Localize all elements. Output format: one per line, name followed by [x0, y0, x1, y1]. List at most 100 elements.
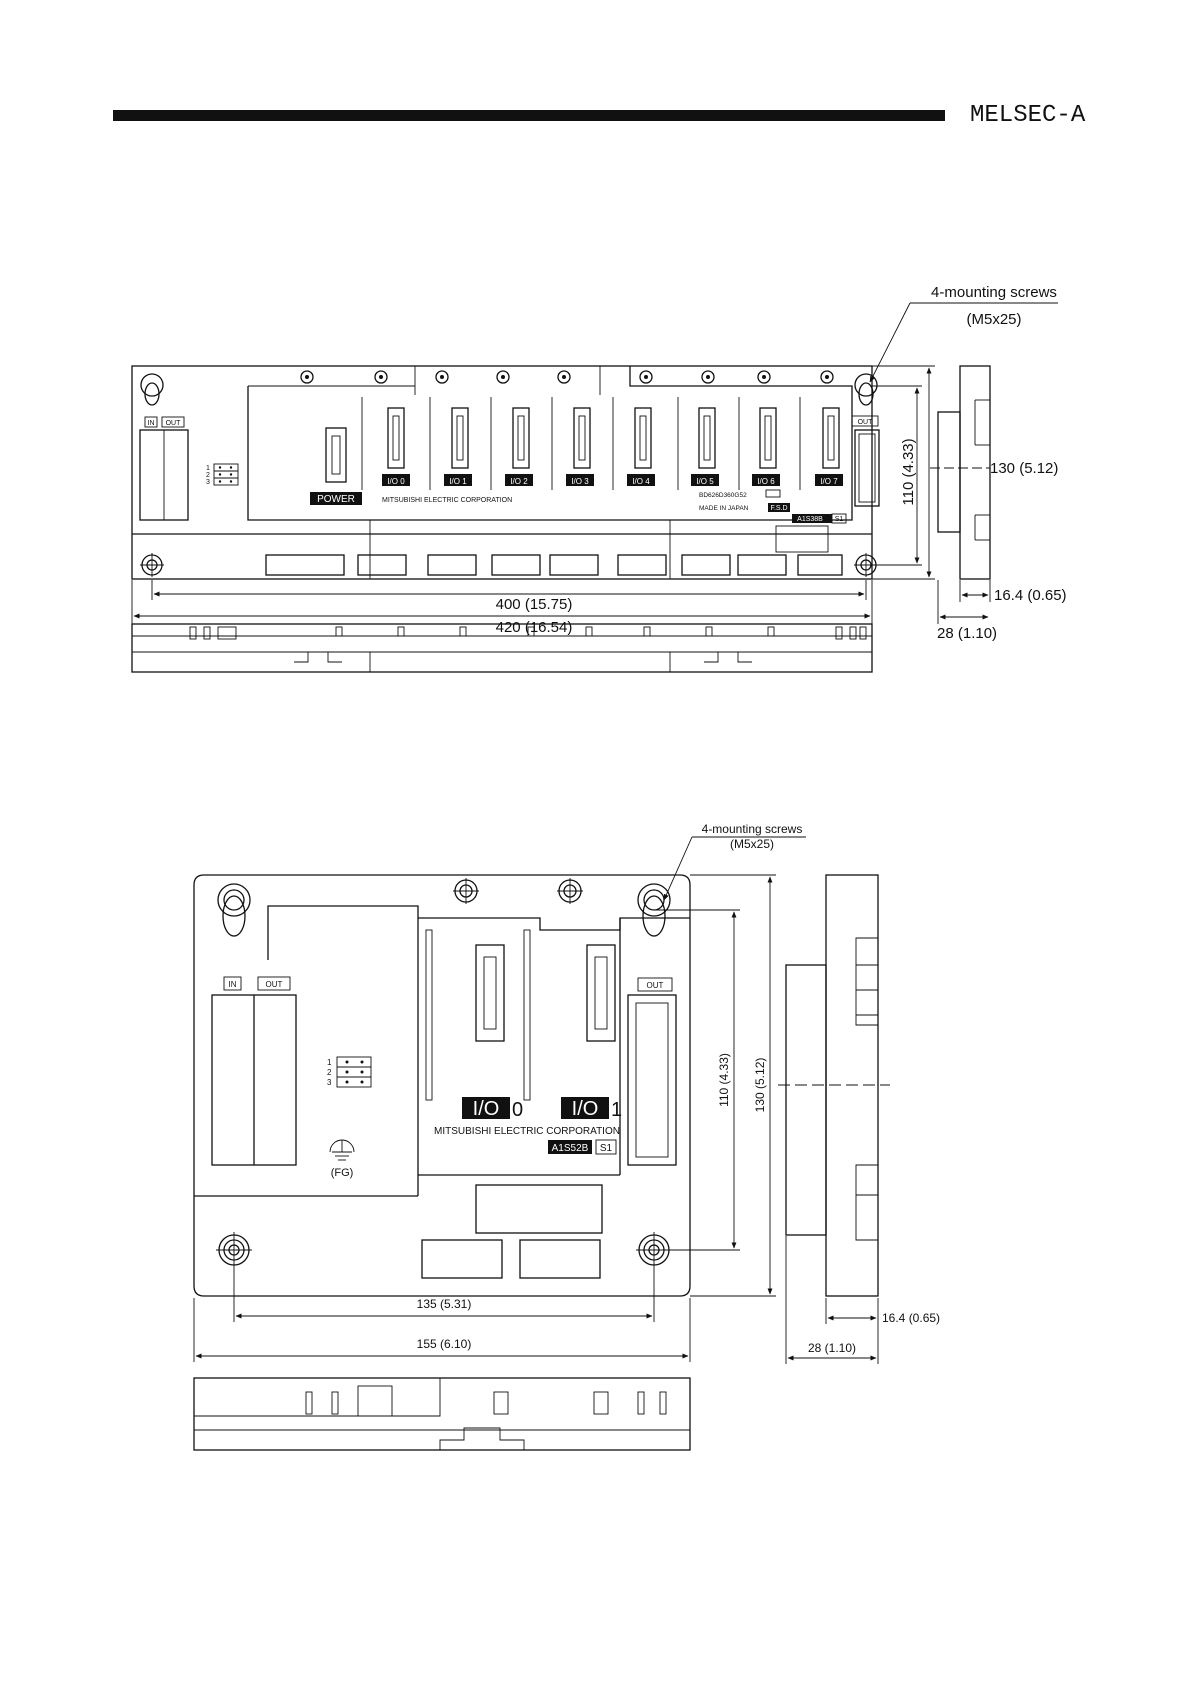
bottom-out-label: OUT — [266, 980, 283, 989]
bottom-dim-depth-small: 16.4 (0.65) — [882, 1311, 940, 1325]
svg-text:I/O 3: I/O 3 — [571, 477, 589, 486]
svg-text:I/O 5: I/O 5 — [696, 477, 714, 486]
top-front-view: IN OUT 1 2 3 — [131, 365, 880, 580]
top-power-slot: POWER — [310, 427, 362, 505]
bottom-dim-height-inner: 110 (4.33) — [717, 1053, 731, 1107]
top-side-view — [937, 365, 991, 580]
top-width-dimensions: 400 (15.75) 420 (16.54) — [131, 580, 873, 636]
bottom-extension-connector-right: OUT — [627, 977, 677, 1166]
top-dim-depth-small: 16.4 (0.65) — [994, 587, 1067, 604]
bottom-bottom-view — [193, 1377, 691, 1451]
top-dim-height-inner: 110 (4.33) — [900, 438, 917, 505]
top-io-slot-0: I/O 0 — [382, 407, 410, 486]
top-mount-hole-tl — [140, 373, 164, 406]
top-height-dimensions: 110 (4.33) 130 (5.12) — [872, 365, 1058, 580]
top-out-label: OUT — [166, 420, 182, 427]
top-slot-dividers — [361, 397, 801, 490]
top-screw-spec: (M5x25) — [966, 311, 1021, 328]
top-depth-dimensions: 16.4 (0.65) 28 (1.10) — [937, 580, 1067, 642]
top-screw-label: 4-mounting screws — [931, 284, 1057, 301]
top-maker: MITSUBISHI ELECTRIC CORPORATION — [382, 497, 512, 504]
top-bottom-windows — [265, 525, 843, 576]
top-model: A1S38B — [797, 516, 823, 523]
svg-text:1: 1 — [327, 1058, 332, 1067]
bottom-slot1-prefix: I/O — [572, 1098, 599, 1120]
top-dim-width-inner: 400 (15.75) — [496, 596, 573, 613]
bottom-screw-label: 4-mounting screws — [702, 822, 803, 836]
top-power-label: POWER — [317, 494, 355, 505]
svg-text:I/O 0: I/O 0 — [387, 477, 405, 486]
bottom-extension-connector-left: IN OUT — [211, 976, 297, 1166]
svg-text:3: 3 — [327, 1078, 332, 1087]
bottom-mount-hole-tl — [217, 883, 251, 937]
svg-text:I/O 6: I/O 6 — [757, 477, 775, 486]
bottom-fg-label: (FG) — [331, 1167, 354, 1179]
header-brand: MELSEC-A — [970, 102, 1086, 129]
bottom-fixing-screws — [453, 878, 583, 904]
top-io-slot-2: I/O 2 — [505, 407, 533, 486]
svg-text:2: 2 — [206, 472, 210, 479]
bottom-io-slot-0: I/O 0 — [462, 944, 523, 1121]
top-fixing-screws — [300, 370, 834, 384]
bottom-side-view — [785, 874, 879, 1297]
top-io-slot-3: I/O 3 — [566, 407, 594, 486]
top-jumper-block: 1 2 3 — [206, 463, 239, 486]
top-mark: F.S.D — [770, 505, 787, 512]
bottom-model-suffix: S1 — [600, 1143, 613, 1154]
bottom-in-label: IN — [229, 980, 237, 989]
page-header: MELSEC-A — [113, 102, 1086, 129]
top-figure: IN OUT 1 2 3 — [131, 284, 1067, 673]
top-screw-callout: 4-mounting screws (M5x25) — [869, 284, 1058, 383]
svg-text:I/O 1: I/O 1 — [449, 477, 467, 486]
top-serial: BD626D360G52 — [699, 492, 747, 499]
bottom-dim-height-outer: 130 (5.12) — [753, 1058, 767, 1113]
bottom-width-dimensions: 135 (5.31) 155 (6.10) — [193, 1268, 691, 1362]
svg-text:I/O 7: I/O 7 — [820, 477, 838, 486]
bottom-slot0-num: 0 — [512, 1099, 523, 1121]
svg-text:1: 1 — [206, 465, 210, 472]
top-bottom-view — [131, 623, 873, 673]
top-io-slot-6: I/O 6 — [752, 407, 780, 486]
svg-text:2: 2 — [327, 1068, 332, 1077]
bottom-nameplate: MITSUBISHI ELECTRIC CORPORATION A1S52B S… — [434, 1126, 620, 1155]
bottom-slot-separators — [425, 929, 531, 1101]
top-dim-depth: 28 (1.10) — [937, 625, 997, 642]
bottom-height-dimensions: 130 (5.12) 110 (4.33) — [654, 874, 890, 1297]
top-dim-height-outer: 130 (5.12) — [990, 460, 1058, 477]
bottom-lower-windows — [421, 1184, 603, 1279]
bottom-slot1-num: 1 — [611, 1099, 622, 1121]
bottom-figure: IN OUT 1 2 3 — [193, 822, 940, 1451]
bottom-dim-width-inner: 135 (5.31) — [417, 1297, 472, 1311]
top-io-slot-7: I/O 7 — [815, 407, 843, 486]
bottom-screw-spec: (M5x25) — [730, 837, 774, 851]
header-rule — [113, 110, 945, 121]
top-made-in: MADE IN JAPAN — [699, 505, 749, 512]
top-model-suffix: S1 — [835, 516, 844, 523]
bottom-dim-width-outer: 155 (6.10) — [417, 1337, 472, 1351]
top-io-slot-4: I/O 4 — [627, 407, 655, 486]
bottom-jumper-block: 1 2 3 — [327, 1056, 372, 1088]
bottom-dim-depth: 28 (1.10) — [808, 1341, 856, 1355]
top-extension-connector-right: OUT — [851, 415, 880, 507]
bottom-io-slot-1: I/O 1 — [561, 944, 622, 1121]
bottom-maker: MITSUBISHI ELECTRIC CORPORATION — [434, 1126, 620, 1137]
top-extension-connector-left: IN OUT — [139, 416, 189, 521]
bottom-screw-callout: 4-mounting screws (M5x25) — [663, 822, 806, 901]
bottom-ground-icon: (FG) — [329, 1139, 355, 1179]
bottom-front-view: IN OUT 1 2 3 — [193, 874, 691, 1297]
top-nameplate: MITSUBISHI ELECTRIC CORPORATION BD626D36… — [382, 489, 847, 524]
top-io-connectors: I/O 0 I/O 1 I/O 2 I/O 3 I/O 4 I/O 5 I/O … — [382, 407, 843, 486]
svg-text:3: 3 — [206, 479, 210, 486]
bottom-depth-dimensions: 16.4 (0.65) 28 (1.10) — [785, 1236, 940, 1364]
top-out-label-right: OUT — [858, 419, 874, 426]
bottom-model: A1S52B — [552, 1143, 589, 1154]
top-io-slot-1: I/O 1 — [444, 407, 472, 486]
top-io-slot-5: I/O 5 — [691, 407, 719, 486]
bottom-mount-hole-bl — [216, 1232, 252, 1268]
bottom-slot0-prefix: I/O — [473, 1098, 500, 1120]
top-mount-hole-tr — [854, 373, 878, 406]
bottom-out-label-right: OUT — [647, 981, 664, 990]
svg-text:I/O 2: I/O 2 — [510, 477, 528, 486]
top-mount-hole-bl — [140, 553, 164, 577]
